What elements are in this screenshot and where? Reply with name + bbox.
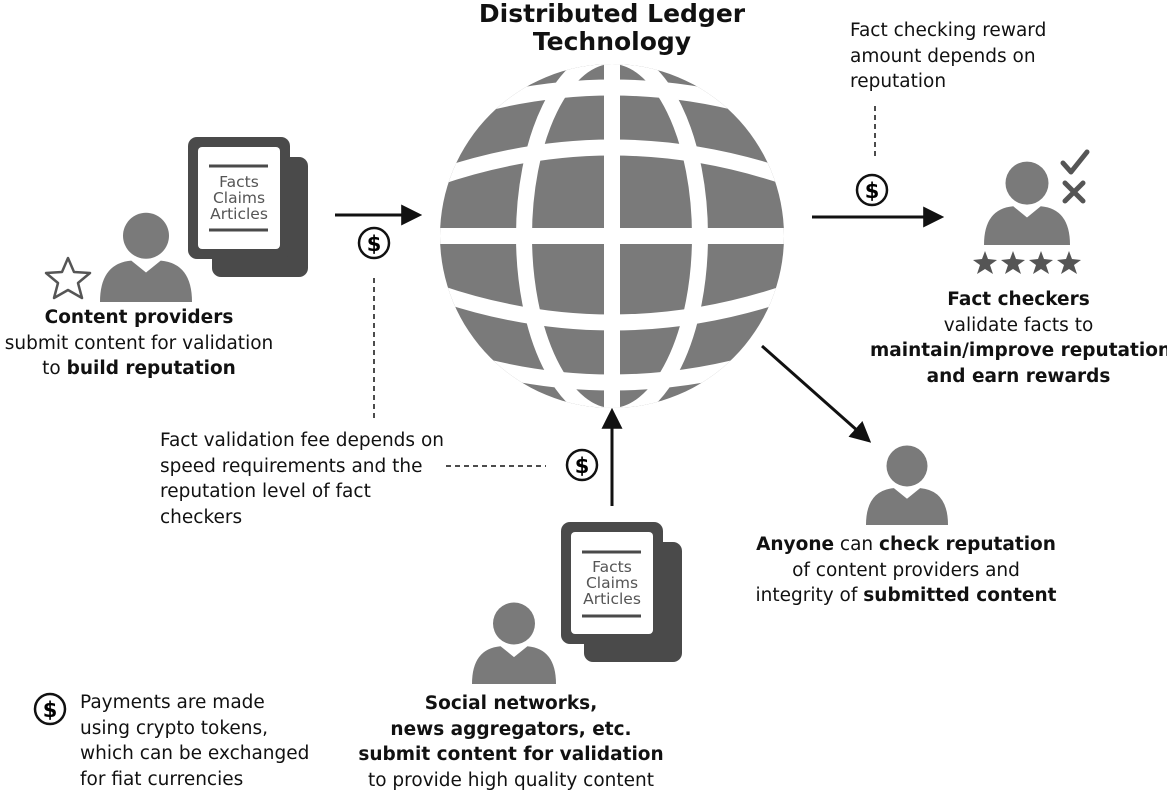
title-line-1: Distributed Ledger <box>478 0 746 28</box>
svg-text:$: $ <box>43 698 58 722</box>
content-providers-goal-bold: build reputation <box>66 358 236 379</box>
document-label-claims: Claims <box>586 574 638 592</box>
social-line-4: to provide high quality content <box>367 769 655 791</box>
anyone-caption: Anyone can check reputation of content p… <box>750 532 1062 609</box>
anyone-person-icon <box>866 445 948 525</box>
fact-checker-person-icon <box>984 161 1070 245</box>
dollar-coin-icon: $ <box>855 173 889 207</box>
payment-note-line: which can be exchanged <box>80 743 310 764</box>
reward-note: Fact checking reward amount depends on r… <box>850 18 1090 95</box>
fact-checkers-goal: maintain/improve reputation <box>870 340 1167 361</box>
payment-note-line: for fiat currencies <box>80 768 244 790</box>
content-provider-person-icon <box>100 212 192 302</box>
social-line-3: submit content for validation <box>358 744 664 765</box>
anyone-mid: can <box>834 534 880 555</box>
title-line-2: Technology <box>532 27 692 56</box>
fee-note-line: checkers <box>160 506 243 528</box>
star-icon <box>1001 251 1025 274</box>
document-stack-icon: Facts Claims Articles <box>561 522 682 662</box>
svg-text:$: $ <box>575 454 590 478</box>
social-line-2: news aggregators, etc. <box>390 718 632 740</box>
anyone-line-1: Anyone can check reputation <box>750 532 1062 558</box>
content-providers-goal: to build reputation <box>0 356 278 382</box>
payment-note-line: Payments are made <box>80 692 265 713</box>
social-line-1: Social networks, <box>424 693 598 714</box>
svg-text:$: $ <box>865 179 880 203</box>
content-providers-caption: Content providers submit content for val… <box>0 305 278 382</box>
content-providers-goal-prefix: to <box>42 358 67 379</box>
document-label-facts: Facts <box>592 558 632 576</box>
document-label-articles: Articles <box>583 590 641 608</box>
star-icon <box>1057 251 1081 274</box>
payment-note-line: using crypto tokens, <box>80 717 269 739</box>
dollar-coin-icon: $ <box>357 226 391 260</box>
anyone-check-reputation: check reputation <box>879 534 1056 555</box>
globe-icon <box>440 64 784 408</box>
document-stack-icon: Facts Claims Articles <box>188 137 308 277</box>
reward-note-line: amount depends on <box>850 45 1036 67</box>
anyone-bold: Anyone <box>756 534 835 555</box>
content-providers-heading: Content providers <box>44 307 234 328</box>
anyone-line-3: integrity of submitted content <box>750 583 1062 609</box>
fee-note-line: reputation level of fact <box>160 481 371 502</box>
reward-note-line: Fact checking reward <box>850 20 1047 41</box>
payment-note: Payments are made using crypto tokens, w… <box>80 690 330 792</box>
anyone-line-3-prefix: integrity of <box>755 585 864 606</box>
fee-note: Fact validation fee depends on speed req… <box>160 428 450 530</box>
fact-checkers-caption: Fact checkers validate facts to maintain… <box>870 287 1167 389</box>
star-icon <box>44 256 92 300</box>
dollar-coin-icon: $ <box>33 692 67 726</box>
arrow-ledger-to-anyone <box>761 344 872 443</box>
social-network-person-icon <box>472 602 556 684</box>
document-label-facts: Facts <box>219 173 259 191</box>
fact-checkers-desc: validate facts to <box>943 314 1094 336</box>
rating-stars <box>973 251 1081 274</box>
fact-checkers-heading: Fact checkers <box>947 289 1090 310</box>
fee-note-line: Fact validation fee depends on <box>160 430 444 451</box>
cross-icon <box>1062 180 1086 204</box>
check-icon <box>1060 149 1090 175</box>
anyone-line-2: of content providers and <box>792 559 1020 581</box>
fee-note-line: speed requirements and the <box>160 455 423 477</box>
content-providers-desc: submit content for validation <box>4 332 274 354</box>
star-icon <box>973 251 997 274</box>
document-label-articles: Articles <box>210 205 268 223</box>
svg-text:$: $ <box>367 232 382 256</box>
star-icon <box>1029 251 1053 274</box>
social-networks-caption: Social networks, news aggregators, etc. … <box>350 691 672 793</box>
reward-note-line: reputation <box>850 71 947 92</box>
anyone-submitted-content: submitted content <box>863 585 1057 606</box>
fact-checkers-goal-2: and earn rewards <box>926 365 1111 387</box>
page-title: Distributed Ledger Technology <box>462 0 762 56</box>
dollar-coin-icon: $ <box>565 448 599 482</box>
document-label-claims: Claims <box>213 189 265 207</box>
